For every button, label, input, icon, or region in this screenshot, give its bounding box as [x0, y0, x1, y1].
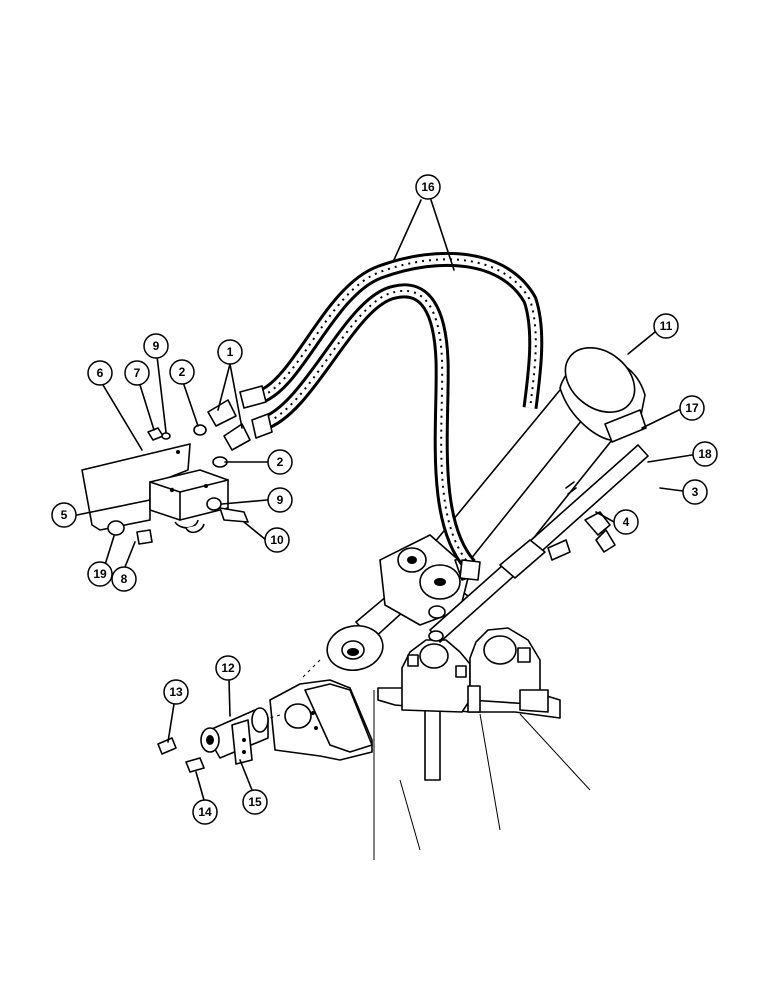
svg-text:18: 18 [698, 447, 712, 461]
callout-7: 7 [124, 360, 150, 386]
callout-3: 3 [682, 479, 708, 505]
svg-text:9: 9 [277, 493, 284, 507]
callout-18: 18 [692, 441, 718, 467]
svg-text:19: 19 [93, 567, 107, 581]
svg-text:5: 5 [61, 508, 68, 522]
callout-2b: 2 [267, 449, 293, 475]
svg-text:15: 15 [248, 795, 262, 809]
callout-19: 19 [87, 561, 113, 587]
callout-17: 17 [679, 395, 705, 421]
callout-13: 13 [163, 679, 189, 705]
svg-text:10: 10 [270, 533, 284, 547]
callout-5: 5 [51, 502, 77, 528]
callout-4: 4 [613, 509, 639, 535]
pin-assembly [157, 707, 269, 773]
callout-15: 15 [242, 789, 268, 815]
hydraulic-cylinder [299, 347, 649, 681]
callout-11: 11 [653, 313, 679, 339]
svg-text:4: 4 [623, 515, 630, 529]
svg-text:3: 3 [692, 485, 699, 499]
pivot-bracket [229, 679, 373, 761]
svg-text:2: 2 [277, 455, 284, 469]
callout-10: 10 [264, 527, 290, 553]
svg-text:13: 13 [169, 685, 183, 699]
svg-text:12: 12 [221, 661, 235, 675]
callout-6: 6 [87, 360, 113, 386]
callout-9a: 9 [143, 333, 169, 359]
callout-16: 16 [415, 174, 441, 200]
callout-12: 12 [215, 655, 241, 681]
callout-14: 14 [192, 799, 218, 825]
svg-text:1: 1 [227, 345, 234, 359]
svg-text:7: 7 [134, 366, 141, 380]
mounting-frame [373, 627, 591, 860]
callout-2a: 2 [169, 359, 195, 385]
valve-block-assembly [81, 399, 251, 545]
callout-8: 8 [111, 566, 137, 592]
callout-1: 1 [217, 339, 243, 365]
callouts: 1 2 2 3 4 5 6 7 8 9 9 10 11 12 13 14 15 … [51, 174, 718, 825]
svg-text:8: 8 [121, 572, 128, 586]
callout-9b: 9 [267, 487, 293, 513]
svg-text:14: 14 [198, 805, 212, 819]
svg-text:17: 17 [685, 401, 699, 415]
svg-text:2: 2 [179, 365, 186, 379]
svg-text:9: 9 [153, 339, 160, 353]
svg-text:16: 16 [421, 180, 435, 194]
svg-text:11: 11 [660, 319, 673, 333]
svg-text:6: 6 [97, 366, 104, 380]
leader-lines [76, 199, 693, 801]
